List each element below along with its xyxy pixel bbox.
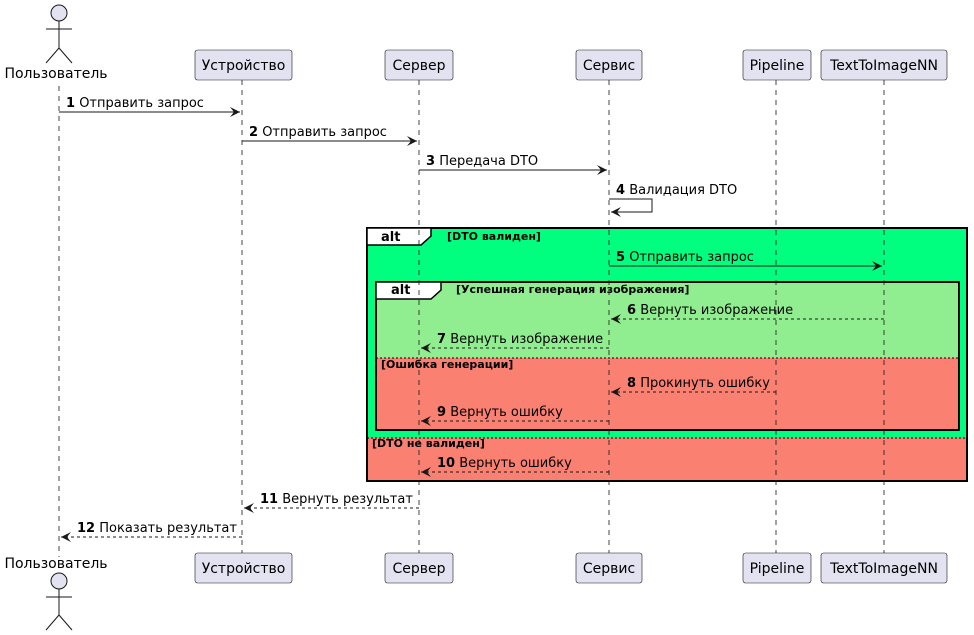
message-2: 2 Отправить запрос [242,125,417,146]
message-4: 4 Валидация DTO [609,183,737,217]
svg-text:2 Отправить запрос: 2 Отправить запрос [249,125,387,140]
message-label: Отправить запрос [262,125,387,140]
message-label: Показать результат [99,521,237,536]
message-3: 3 Передача DTO [419,154,607,175]
participant-label: Устройство [202,561,286,577]
inner-alt-guard: [Успешная генерация изображения] [456,283,689,296]
message-number: 11 [260,492,278,507]
participant-label: Сервер [392,561,445,577]
message-label: Вернуть изображение [640,303,793,318]
participant-nn-bottom[interactable]: TextToImageNN [820,552,948,584]
participant-device-top[interactable]: Устройство [194,49,293,81]
message-1: 1 Отправить запрос [59,96,240,117]
svg-text:4 Валидация DTO: 4 Валидация DTO [616,183,737,198]
svg-text:8 Прокинуть ошибку: 8 Прокинуть ошибку [627,376,770,391]
actor-icon [45,4,73,64]
participant-label: Пользователь [4,66,107,82]
message-number: 10 [437,456,455,471]
participant-label: Pipeline [750,58,805,74]
participant-label: Сервер [392,58,445,74]
message-number: 12 [77,521,95,536]
participant-server-bottom[interactable]: Сервер [384,552,454,584]
participant-nn-top[interactable]: TextToImageNN [820,49,948,81]
inner-alt-keyword: alt [391,283,410,298]
participant-label: Сервис [583,561,635,577]
participant-label: TextToImageNN [829,561,938,577]
svg-text:9 Вернуть ошибку: 9 Вернуть ошибку [437,405,563,420]
svg-text:5 Отправить запрос: 5 Отправить запрос [616,250,754,265]
svg-text:6 Вернуть изображение: 6 Вернуть изображение [627,303,793,318]
message-7: 7 Вернуть изображение [421,332,609,353]
message-label: Прокинуть ошибку [640,376,770,391]
message-label: Вернуть ошибку [459,456,572,471]
svg-text:11 Вернуть результат: 11 Вернуть результат [260,492,413,507]
message-label: Отправить запрос [79,96,204,111]
outer-alt-keyword: alt [381,230,400,245]
participant-pipeline-top[interactable]: Pipeline [742,49,812,81]
participant-pipeline-bottom[interactable]: Pipeline [742,552,812,584]
message-number: 9 [437,405,446,420]
participant-server-top[interactable]: Сервер [384,49,454,81]
participant-label: TextToImageNN [829,58,938,74]
svg-text:7 Вернуть изображение: 7 Вернуть изображение [437,332,603,347]
message-8: 8 Прокинуть ошибку [611,376,776,397]
message-number: 3 [426,154,435,169]
message-11: 11 Вернуть результат [244,492,419,513]
message-number: 5 [616,250,625,265]
message-5: 5 Отправить запрос [609,250,882,271]
participants-top: Пользователь Устройство Сервер Сервис Pi… [4,4,948,82]
participant-label: Pipeline [750,561,805,577]
message-number: 1 [66,96,75,111]
outer-alt-else-guard: [DTO не валиден] [372,437,485,450]
message-label: Валидация DTO [629,183,737,198]
participant-device-bottom[interactable]: Устройство [194,552,293,584]
actor-user-bottom[interactable]: Пользователь [4,556,108,631]
participant-label: Пользователь [4,556,107,572]
outer-alt-guard: [DTO валиден] [447,230,541,243]
actor-icon [45,572,73,631]
message-number: 8 [627,376,636,391]
participants-bottom: Пользователь Устройство Сервер Сервис Pi… [4,552,948,631]
svg-text:1 Отправить запрос: 1 Отправить запрос [66,96,204,111]
message-10: 10 Вернуть ошибку [421,456,609,477]
message-number: 2 [249,125,258,140]
message-number: 7 [437,332,446,347]
svg-text:10 Вернуть ошибку: 10 Вернуть ошибку [437,456,572,471]
message-label: Отправить запрос [629,250,754,265]
participant-label: Устройство [202,58,286,74]
actor-user-top[interactable]: Пользователь [4,4,108,82]
inner-alt-else-guard: [Ошибка генерации] [381,358,513,371]
svg-text:3 Передача DTO: 3 Передача DTO [426,154,538,169]
message-label: Передача DTO [439,154,538,169]
message-9: 9 Вернуть ошибку [421,405,609,426]
message-6: 6 Вернуть изображение [611,303,884,324]
message-label: Вернуть ошибку [450,405,563,420]
participant-service-bottom[interactable]: Сервис [575,552,643,584]
alt-fragment-inner: alt [Успешная генерация изображения] [Ош… [375,281,960,431]
svg-text:12 Показать результат: 12 Показать результат [77,521,237,536]
messages: 1 Отправить запрос 2 Отправить запрос 3 … [59,96,884,542]
lifelines [58,80,885,557]
message-label: Вернуть результат [282,492,413,507]
message-12: 12 Показать результат [61,521,242,542]
message-number: 6 [627,303,636,318]
participant-service-top[interactable]: Сервис [575,49,643,81]
participant-label: Сервис [583,58,635,74]
message-label: Вернуть изображение [450,332,603,347]
message-number: 4 [616,183,625,198]
